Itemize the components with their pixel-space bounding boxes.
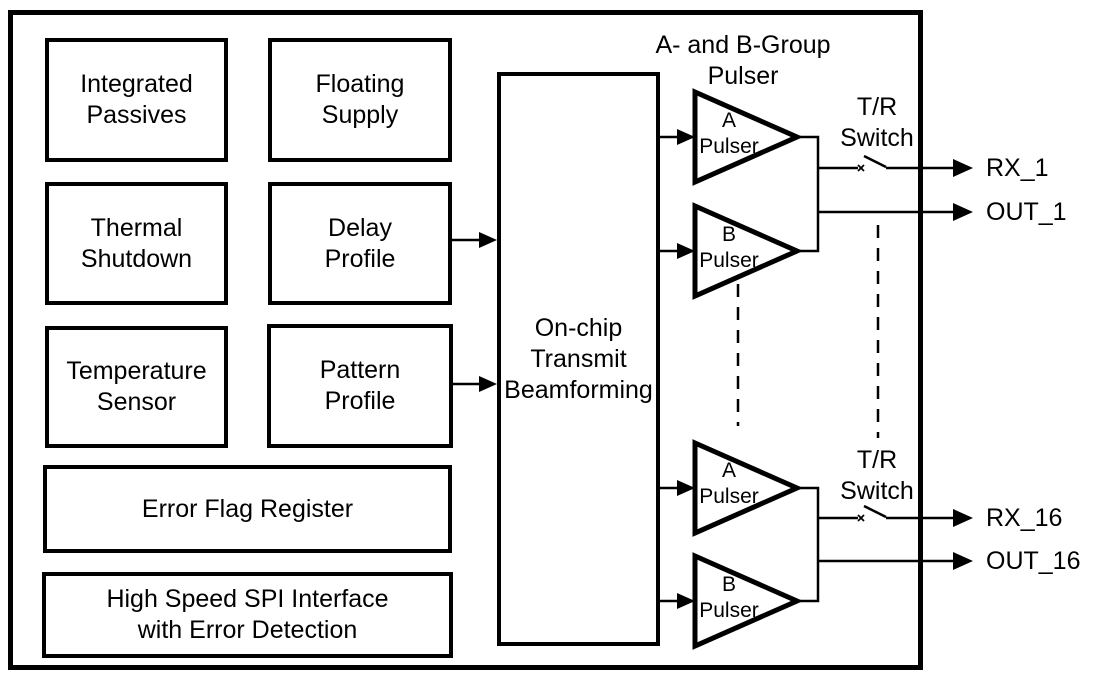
chip-boundary — [8, 10, 923, 670]
out1-line — [818, 203, 973, 221]
a-pulser-triangle-channel-16 — [692, 439, 804, 537]
pulser-output-bracket-channel-1 — [797, 135, 820, 253]
pulser-word: Pulser — [699, 249, 759, 272]
heading-line: A- and B-Group — [655, 31, 831, 59]
block-label: Transmit — [530, 344, 627, 373]
rx1-line — [818, 154, 973, 177]
b-pulser-triangle-channel-1 — [692, 202, 804, 300]
out16-line — [818, 552, 973, 570]
block-label: Profile — [324, 387, 396, 415]
port-label-out1: OUT_1 — [986, 198, 1067, 226]
port-label-out16: OUT_16 — [986, 547, 1081, 575]
arrowhead-icon — [479, 232, 497, 248]
rx16-line — [818, 504, 973, 527]
beamforming-to-b16-arrow — [660, 593, 695, 609]
port-label-rx1: RX_1 — [986, 154, 1049, 182]
port-label-rx16: RX_16 — [986, 504, 1063, 532]
block-label: Passives — [86, 101, 187, 129]
pulser-letter: B — [721, 573, 736, 596]
b-pulser-channel-1-label: B Pulser — [684, 222, 774, 274]
block-label: Integrated — [80, 70, 193, 98]
block-label: Delay — [328, 213, 392, 242]
b-pulser-triangle-channel-16 — [692, 552, 804, 650]
spi-interface-block: High Speed SPI Interface with Error Dete… — [42, 572, 453, 658]
delay-profile-block: Delay Profile — [268, 182, 452, 305]
pulser-group-heading: A- and B-Group Pulser — [643, 30, 843, 92]
block-label: High Speed SPI Interface — [106, 585, 389, 613]
pulser-word: Pulser — [699, 135, 759, 158]
arrowhead-icon — [953, 203, 973, 221]
block-label: Beamforming — [504, 375, 653, 404]
block-label: Floating — [315, 70, 405, 98]
pulser-word: Pulser — [699, 599, 759, 622]
integrated-passives-block: Integrated Passives — [45, 38, 228, 162]
arrowhead-icon — [479, 376, 497, 392]
block-label: Thermal — [90, 213, 183, 242]
b-pulser-channel-16-label: B Pulser — [684, 572, 774, 624]
pulser-word: Pulser — [699, 485, 759, 508]
block-label: Supply — [321, 101, 399, 129]
floating-supply-block: Floating Supply — [268, 38, 452, 162]
block-label: with Error Detection — [137, 616, 358, 644]
pulser-letter: A — [721, 109, 736, 132]
tr-line: T/R — [856, 93, 898, 121]
heading-line: Pulser — [707, 62, 779, 90]
pulser-letter: A — [721, 459, 736, 482]
a-pulser-triangle-channel-1 — [692, 88, 804, 186]
block-label: Error Flag Register — [141, 494, 354, 523]
pattern-to-beamforming-arrow — [452, 376, 497, 392]
arrowhead-icon — [677, 480, 695, 496]
a-pulser-channel-1-label: A Pulser — [684, 108, 774, 160]
tr-switch-symbol-1 — [857, 154, 887, 172]
error-flag-register-block: Error Flag Register — [43, 465, 452, 553]
pattern-profile-block: Pattern Profile — [267, 324, 453, 448]
pulser-output-bracket-channel-16 — [797, 486, 820, 603]
block-label: Temperature — [66, 357, 207, 385]
beamforming-to-a16-arrow — [660, 480, 695, 496]
arrowhead-icon — [677, 593, 695, 609]
pulser-letter: B — [721, 223, 736, 246]
tr-line: Switch — [840, 124, 914, 152]
arrowhead-icon — [953, 552, 973, 570]
delay-to-beamforming-arrow — [452, 232, 497, 248]
thermal-shutdown-block: Thermal Shutdown — [45, 182, 228, 305]
block-label: Profile — [324, 244, 396, 273]
beamforming-to-b1-arrow — [660, 243, 695, 259]
block-label: On-chip — [534, 313, 623, 342]
tr-line: T/R — [856, 446, 898, 474]
block-label: Pattern — [319, 356, 401, 384]
temperature-sensor-block: Temperature Sensor — [45, 326, 228, 448]
block-label: Shutdown — [80, 244, 193, 273]
block-label: Sensor — [96, 388, 177, 416]
arrowhead-icon — [677, 243, 695, 259]
beamforming-block: On-chip Transmit Beamforming — [497, 72, 660, 646]
arrowhead-icon — [677, 129, 695, 145]
tr-switch-label-1: T/R Switch — [822, 92, 932, 154]
tr-switch-symbol-16 — [857, 504, 887, 522]
tr-line: Switch — [840, 477, 914, 505]
tr-switch-label-16: T/R Switch — [822, 445, 932, 507]
arrowhead-icon — [953, 159, 973, 177]
a-pulser-channel-16-label: A Pulser — [684, 458, 774, 510]
arrowhead-icon — [953, 509, 973, 527]
beamforming-to-a1-arrow — [660, 129, 695, 145]
